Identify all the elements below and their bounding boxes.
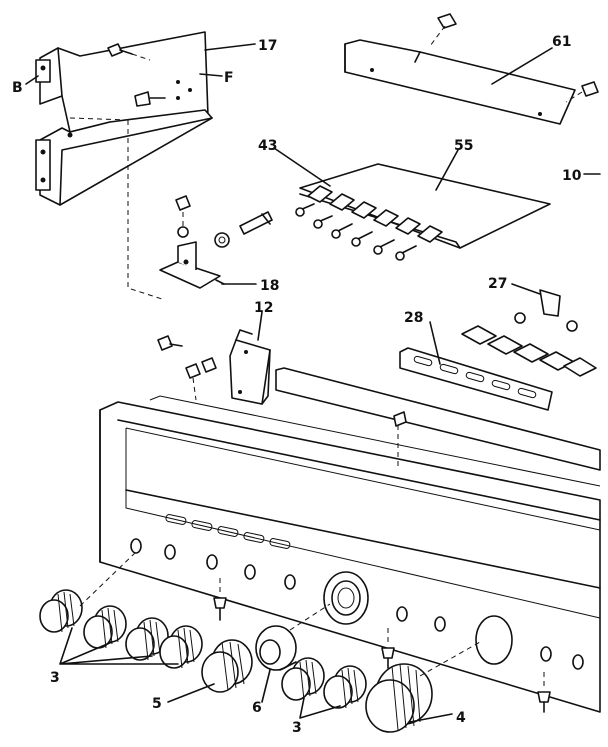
- label-3-left: 3: [50, 670, 60, 686]
- label-55: 55: [454, 138, 473, 154]
- label-5: 5: [152, 696, 162, 712]
- label-18: 18: [260, 278, 279, 294]
- knob-part-3-6: [323, 665, 367, 709]
- long-strip-behind-panel: [275, 367, 601, 471]
- label-f: F: [224, 70, 234, 86]
- knob-part-3-4: [159, 625, 203, 669]
- label-4: 4: [456, 710, 466, 726]
- screw-panel-bottom-a: [213, 578, 227, 621]
- label-28: 28: [404, 310, 423, 326]
- bracket-part-17: [35, 31, 213, 206]
- screw-panel-top: [393, 411, 407, 427]
- label-43: 43: [258, 138, 277, 154]
- ring-part-6: [255, 603, 331, 671]
- label-27: 27: [488, 276, 507, 292]
- leader-lines: [25, 43, 601, 723]
- screw-panel-bottom-c: [537, 672, 551, 713]
- screw-part-18-top: [175, 195, 191, 238]
- screw-top-right-b: [565, 81, 599, 103]
- knob-part-5: [201, 639, 253, 693]
- screw-part-12-b: [185, 357, 217, 401]
- label-b: B: [12, 80, 23, 96]
- label-3-right: 3: [292, 720, 302, 736]
- knob-part-4: [365, 641, 481, 733]
- knob-part-3-5: [281, 657, 325, 701]
- strip-part-61: [344, 39, 576, 125]
- knob-part-3-1: [39, 551, 137, 633]
- label-61: 61: [552, 34, 571, 50]
- bracket-part-18: [159, 241, 225, 289]
- screw-panel-bottom-b: [381, 628, 395, 669]
- label-17: 17: [258, 38, 277, 54]
- lamps-part-27: [461, 289, 597, 377]
- label-10: 10: [562, 168, 582, 184]
- screw-top-left: [107, 43, 151, 61]
- label-6: 6: [252, 700, 262, 716]
- front-panel: [99, 395, 601, 713]
- bracket-part-12: [229, 329, 271, 405]
- screw-top-right-a: [429, 13, 457, 47]
- label-12: 12: [254, 300, 273, 316]
- knob-part-3-2: [83, 605, 127, 649]
- screw-part-18-side: [214, 211, 273, 248]
- screw-part-12-a: [157, 335, 183, 351]
- strip-part-28: [399, 347, 553, 411]
- switch-bank-part-43: [295, 185, 443, 261]
- knob-part-3-3: [125, 617, 169, 661]
